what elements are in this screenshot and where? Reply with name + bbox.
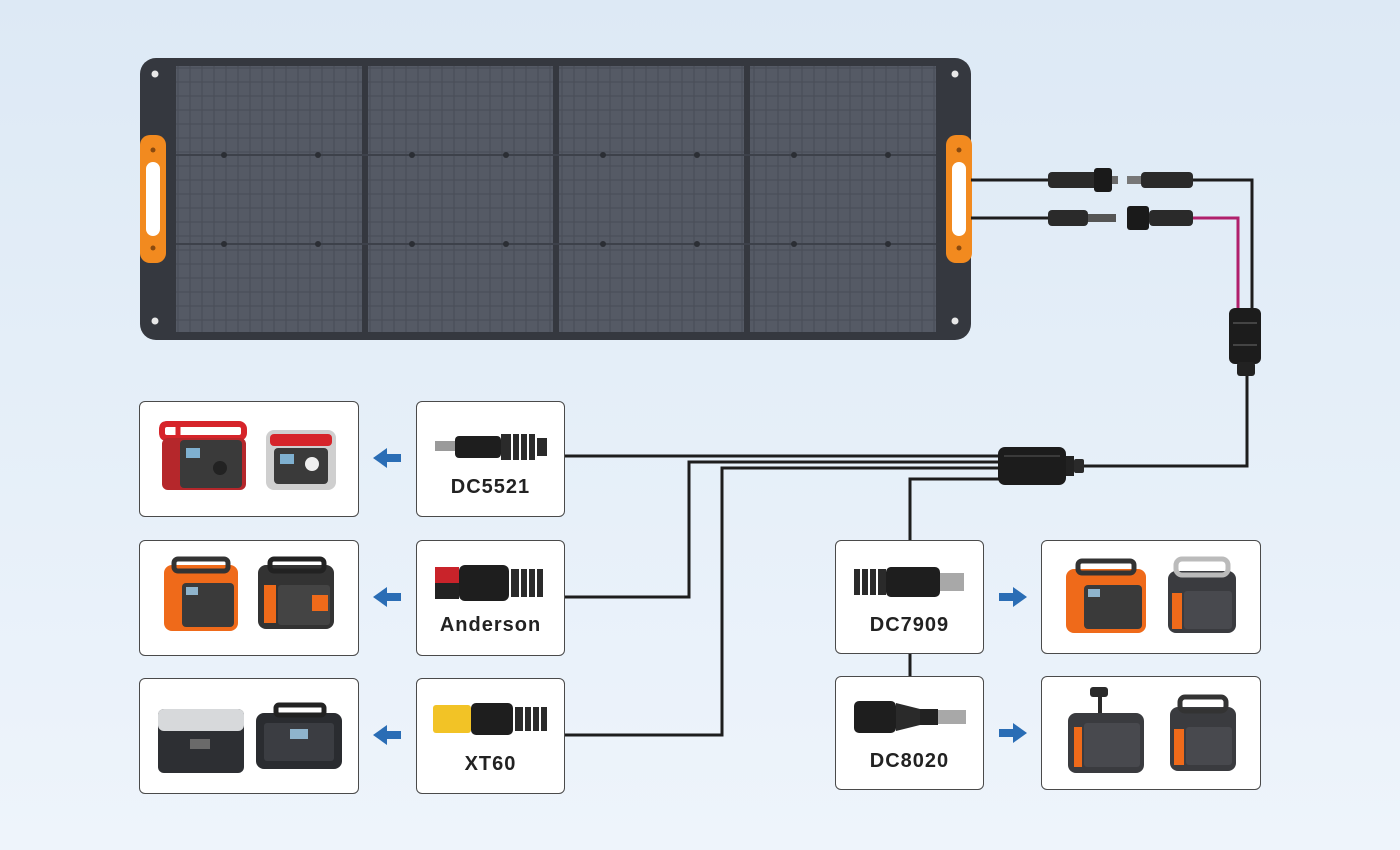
connector-box-dc8020: DC8020 (835, 676, 984, 790)
power-station-icon (159, 421, 336, 490)
arrow-right-icon (999, 723, 1027, 743)
connector-label: DC7909 (869, 614, 950, 636)
device-box-xt60 (139, 678, 359, 794)
dc-plug-icon (854, 567, 964, 597)
cables (565, 178, 1254, 737)
connector-box-dc7909: DC7909 (835, 540, 984, 654)
mc4-connector-icon (1048, 168, 1193, 230)
power-station-icon (1068, 687, 1236, 773)
dc-plug-icon (854, 701, 966, 733)
multi-output-hub-icon (998, 447, 1084, 485)
arrow-left-icon (373, 587, 401, 607)
arrow-right-icon (999, 587, 1027, 607)
solar-panel-icon (140, 58, 972, 340)
power-station-icon (158, 702, 342, 773)
connector-label: DC5521 (450, 476, 531, 498)
device-box-dc8020 (1041, 676, 1261, 790)
power-station-icon (1066, 556, 1236, 633)
panel-handle-right (946, 135, 972, 263)
xt60-plug-icon (433, 703, 547, 735)
dc-plug-icon (435, 434, 547, 460)
power-station-icon (164, 556, 334, 631)
anderson-plug-icon (435, 565, 543, 601)
connector-box-anderson: Anderson (416, 540, 565, 656)
device-box-dc5521 (139, 401, 359, 517)
device-box-anderson (139, 540, 359, 656)
panel-handle-left (140, 135, 166, 263)
connector-box-xt60: XT60 (416, 678, 565, 794)
connector-label: Anderson (439, 614, 542, 636)
positive-cable (1193, 216, 1240, 312)
arrows (373, 448, 1027, 745)
connector-label: XT60 (464, 753, 517, 775)
y-splitter-icon (1229, 308, 1261, 376)
arrow-left-icon (373, 448, 401, 468)
arrow-left-icon (373, 725, 401, 745)
connector-box-dc5521: DC5521 (416, 401, 565, 517)
device-box-dc7909 (1041, 540, 1261, 654)
connector-label: DC8020 (869, 750, 950, 772)
